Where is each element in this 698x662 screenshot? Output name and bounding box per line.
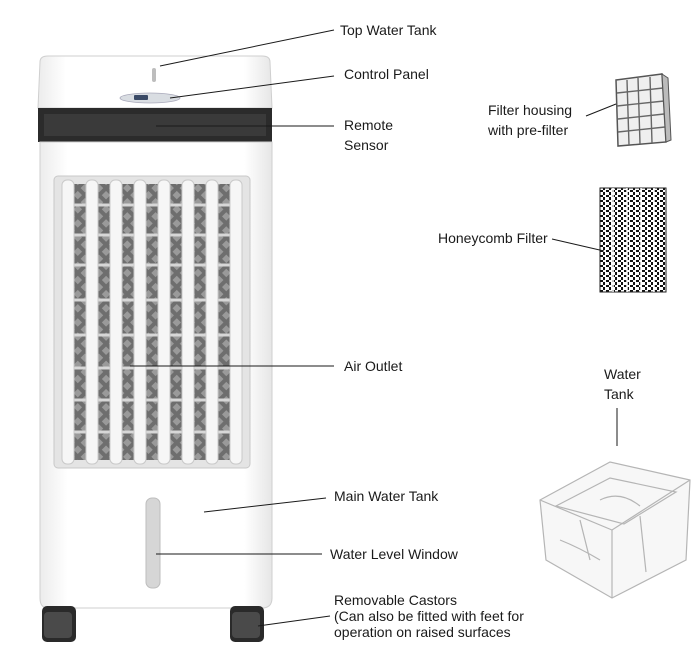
label-main-water-tank: Main Water Tank bbox=[334, 488, 439, 504]
louvers bbox=[61, 179, 243, 465]
label-filter-housing-line-1: Filter housing bbox=[488, 102, 573, 118]
top-tank-indicator bbox=[152, 68, 156, 82]
label-removable-castors-line-1: Removable Castors bbox=[334, 592, 457, 608]
water-level-window bbox=[145, 497, 161, 589]
label-remote-sensor: Remote Sensor bbox=[344, 115, 393, 155]
label-remote-sensor-line-2: Sensor bbox=[344, 137, 389, 153]
label-removable-castors-line-2: (Can also be fitted with feet for bbox=[334, 608, 524, 624]
castors bbox=[42, 606, 264, 642]
label-filter-housing: Filter housing with pre-filter bbox=[488, 100, 572, 140]
label-control-panel: Control Panel bbox=[344, 66, 429, 82]
air-cooler-unit bbox=[37, 55, 273, 642]
label-top-water-tank: Top Water Tank bbox=[340, 22, 437, 38]
filter-housing-image bbox=[615, 73, 672, 147]
top-lid bbox=[37, 55, 273, 109]
label-air-outlet: Air Outlet bbox=[344, 358, 403, 374]
label-removable-castors-line-3: operation on raised surfaces bbox=[334, 624, 511, 640]
label-removable-castors: Removable Castors (Can also be fitted wi… bbox=[334, 592, 524, 640]
leader-lines bbox=[130, 29, 618, 627]
label-water-tank-line-1: Water bbox=[604, 366, 641, 382]
label-water-level-window: Water Level Window bbox=[330, 546, 458, 562]
water-tank-image bbox=[539, 461, 691, 599]
label-water-tank-line-2: Tank bbox=[604, 386, 634, 402]
label-water-tank: Water Tank bbox=[604, 364, 641, 404]
honeycomb-filter-image bbox=[599, 187, 667, 293]
label-filter-housing-line-2: with pre-filter bbox=[488, 122, 569, 138]
label-honeycomb-filter: Honeycomb Filter bbox=[438, 230, 548, 246]
label-remote-sensor-line-1: Remote bbox=[344, 117, 394, 133]
